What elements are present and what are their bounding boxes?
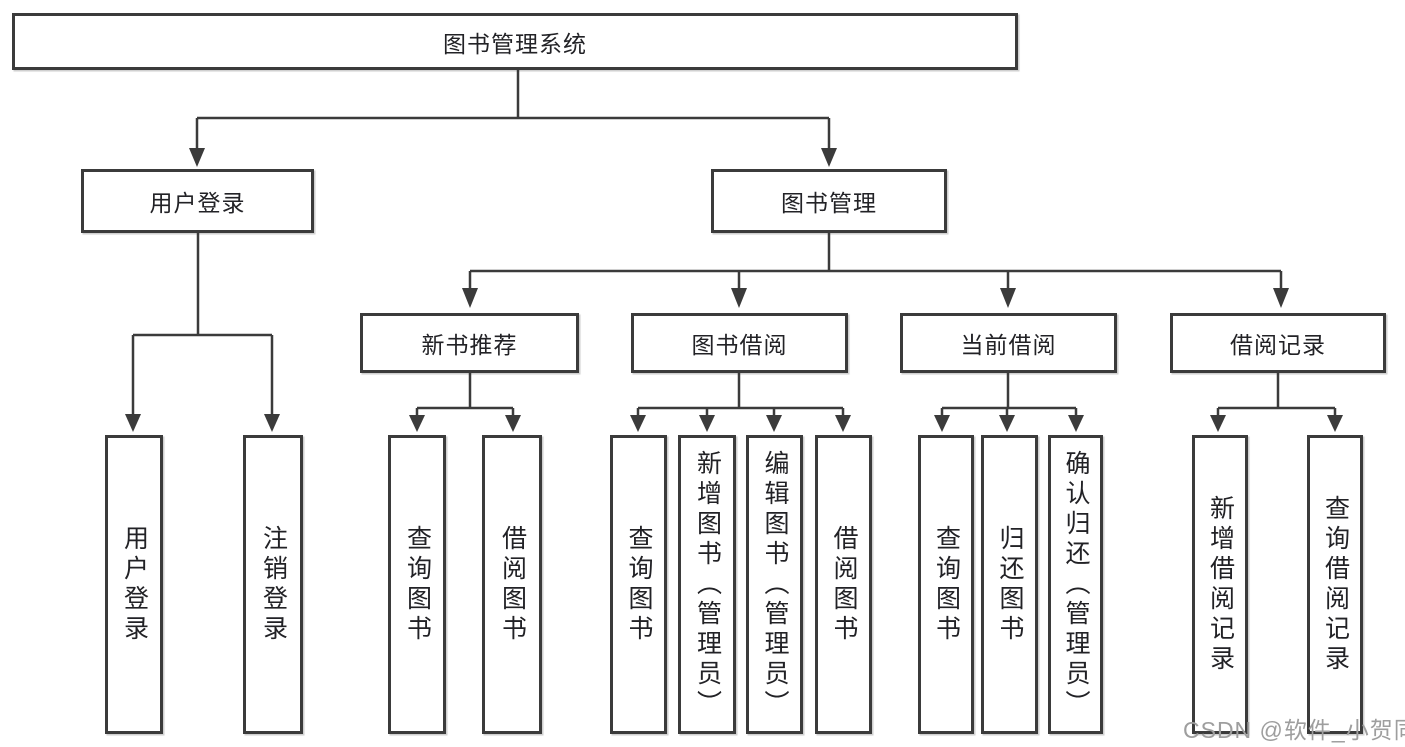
leaf-recommend-query-books: 查询图书 [388,435,446,734]
leaf-user-login: 用户登录 [105,435,163,734]
leaf-current-confirm-return-admin: 确认归还（管理员） [1048,435,1103,734]
leaf-logout-login: 注销登录 [243,435,303,734]
leaf-current-return-books: 归还图书 [981,435,1038,734]
node-borrow-records: 借阅记录 [1170,313,1386,373]
node-current-borrowing: 当前借阅 [900,313,1117,373]
leaf-borrowing-add-books-admin: 新增图书（管理员） [678,435,736,734]
node-new-book-recommend: 新书推荐 [360,313,579,373]
node-root-library-system: 图书管理系统 [12,13,1018,70]
leaf-records-add-record: 新增借阅记录 [1192,435,1248,734]
node-book-management: 图书管理 [711,169,947,233]
leaf-borrowing-borrow-books: 借阅图书 [815,435,872,734]
leaf-borrowing-edit-books-admin: 编辑图书（管理员） [746,435,803,734]
leaf-current-query-books: 查询图书 [918,435,974,734]
leaf-recommend-borrow-books: 借阅图书 [482,435,542,734]
node-user-login: 用户登录 [81,169,314,233]
leaf-records-query-record: 查询借阅记录 [1307,435,1363,734]
leaf-borrowing-query-books: 查询图书 [610,435,667,734]
node-book-borrowing: 图书借阅 [631,313,848,373]
csdn-watermark: CSDN @软件_小贺同学 [1183,717,1405,743]
